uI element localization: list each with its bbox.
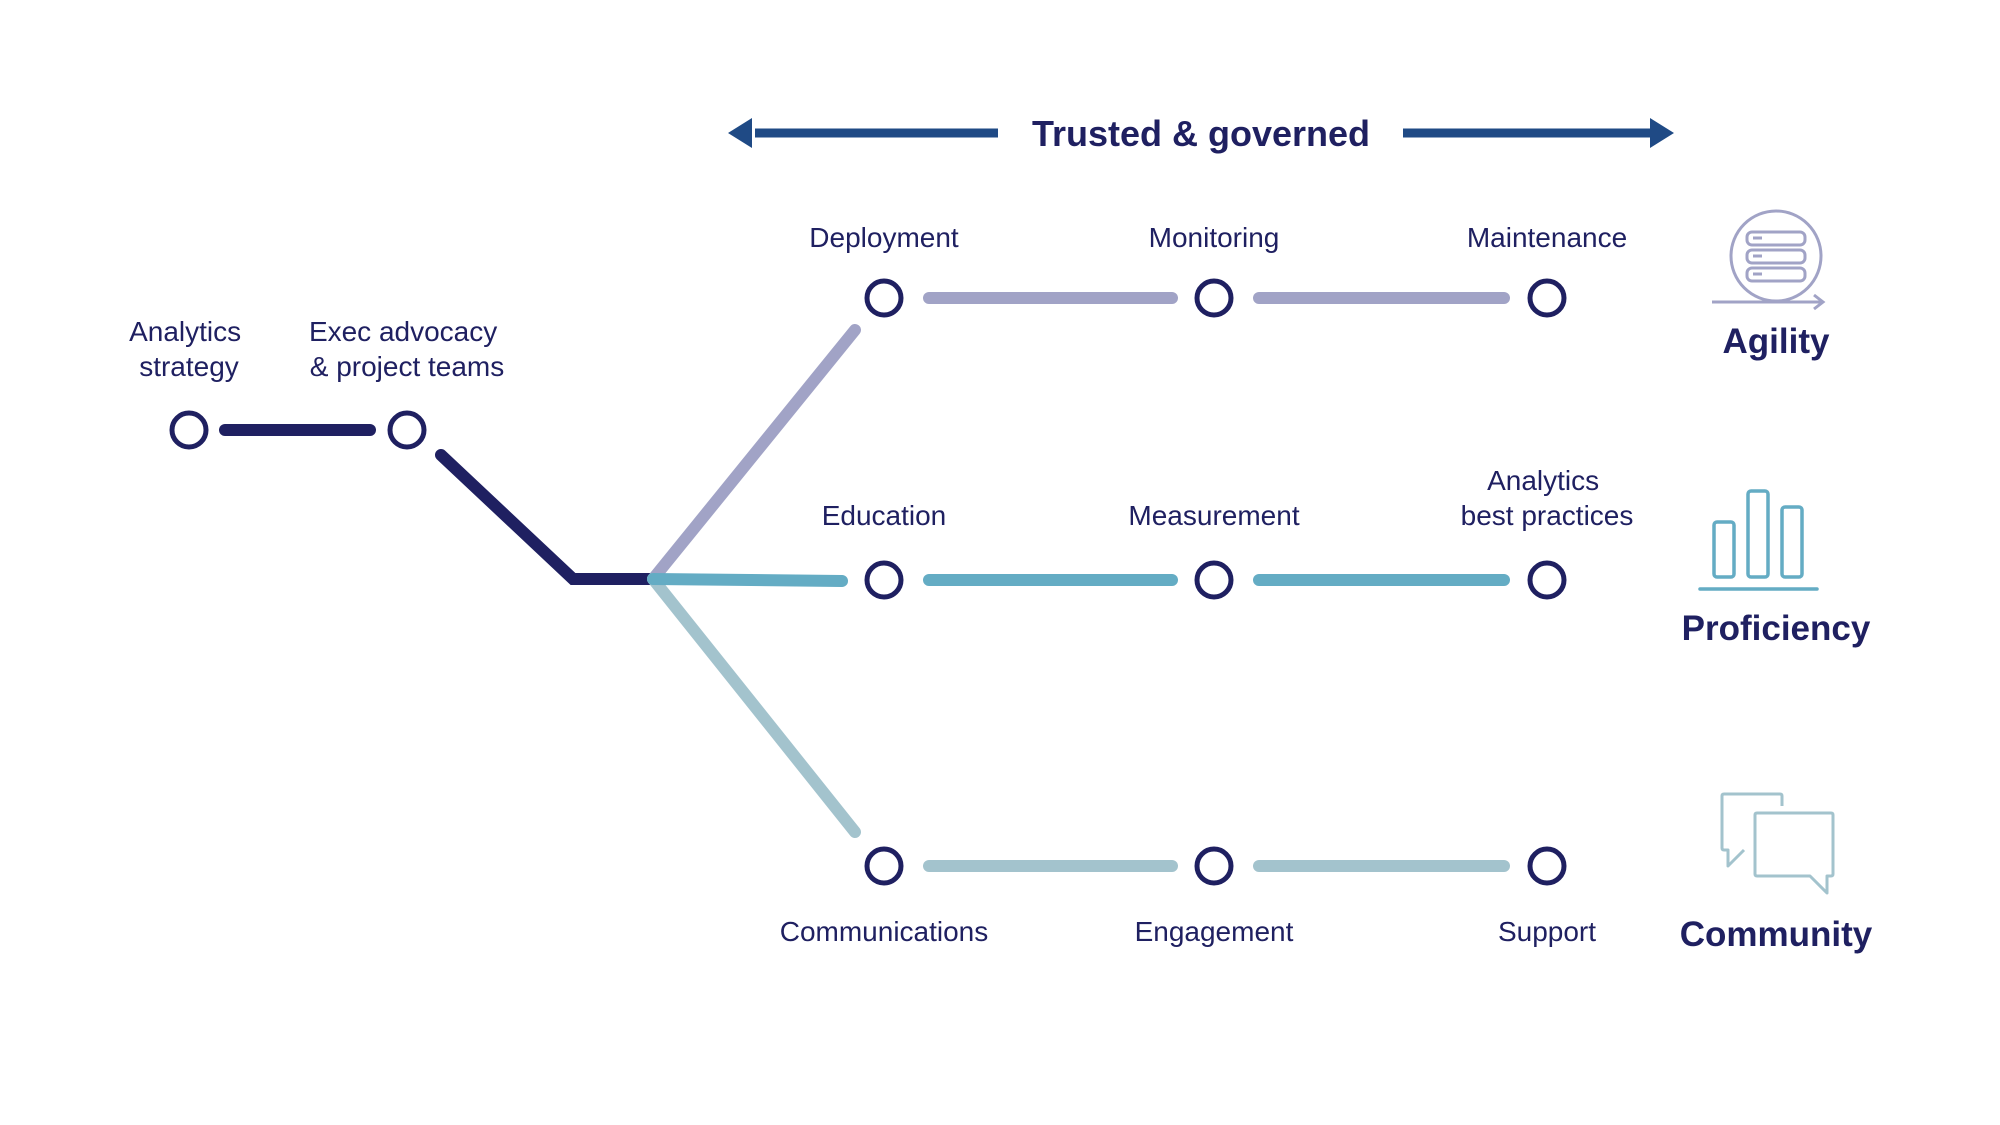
left-arrow-icon	[728, 118, 998, 148]
node-exec-advocacy	[387, 410, 427, 450]
trunk-line	[435, 449, 659, 585]
track-heading-community: Community	[1680, 915, 1873, 954]
header-title: Trusted & governed	[1032, 113, 1370, 154]
node-label: Analytics best practices	[1461, 465, 1634, 531]
node-measurement	[1194, 560, 1234, 600]
node-label: Deployment	[809, 222, 959, 253]
node-label: Exec advocacy & project teams	[309, 316, 505, 382]
server-rack-cycle-icon	[1712, 209, 1826, 311]
bar-chart-icon	[1698, 489, 1819, 591]
agility-branch	[647, 324, 861, 585]
chat-bubbles-icon	[1720, 792, 1835, 895]
node-communications	[864, 846, 904, 886]
node-label: Education	[822, 500, 947, 531]
node-label: Measurement	[1128, 500, 1299, 531]
node-label: Support	[1498, 916, 1596, 947]
node-maintenance	[1527, 278, 1567, 318]
node-label: Maintenance	[1467, 222, 1627, 253]
node-analytics-strategy	[169, 410, 209, 450]
node-monitoring	[1194, 278, 1234, 318]
node-deployment	[864, 278, 904, 318]
node-label: Communications	[780, 916, 989, 947]
right-arrow-icon	[1403, 118, 1674, 148]
node-support	[1527, 846, 1567, 886]
node-analytics-best-practices	[1527, 560, 1567, 600]
node-engagement	[1194, 846, 1234, 886]
track-heading-proficiency: Proficiency	[1682, 609, 1871, 648]
community-branch	[647, 573, 861, 838]
node-label: Engagement	[1135, 916, 1294, 947]
node-label: Analytics strategy	[129, 316, 249, 382]
proficiency-branch	[647, 573, 848, 587]
node-label: Monitoring	[1149, 222, 1280, 253]
node-education	[864, 560, 904, 600]
track-heading-agility: Agility	[1723, 322, 1830, 361]
